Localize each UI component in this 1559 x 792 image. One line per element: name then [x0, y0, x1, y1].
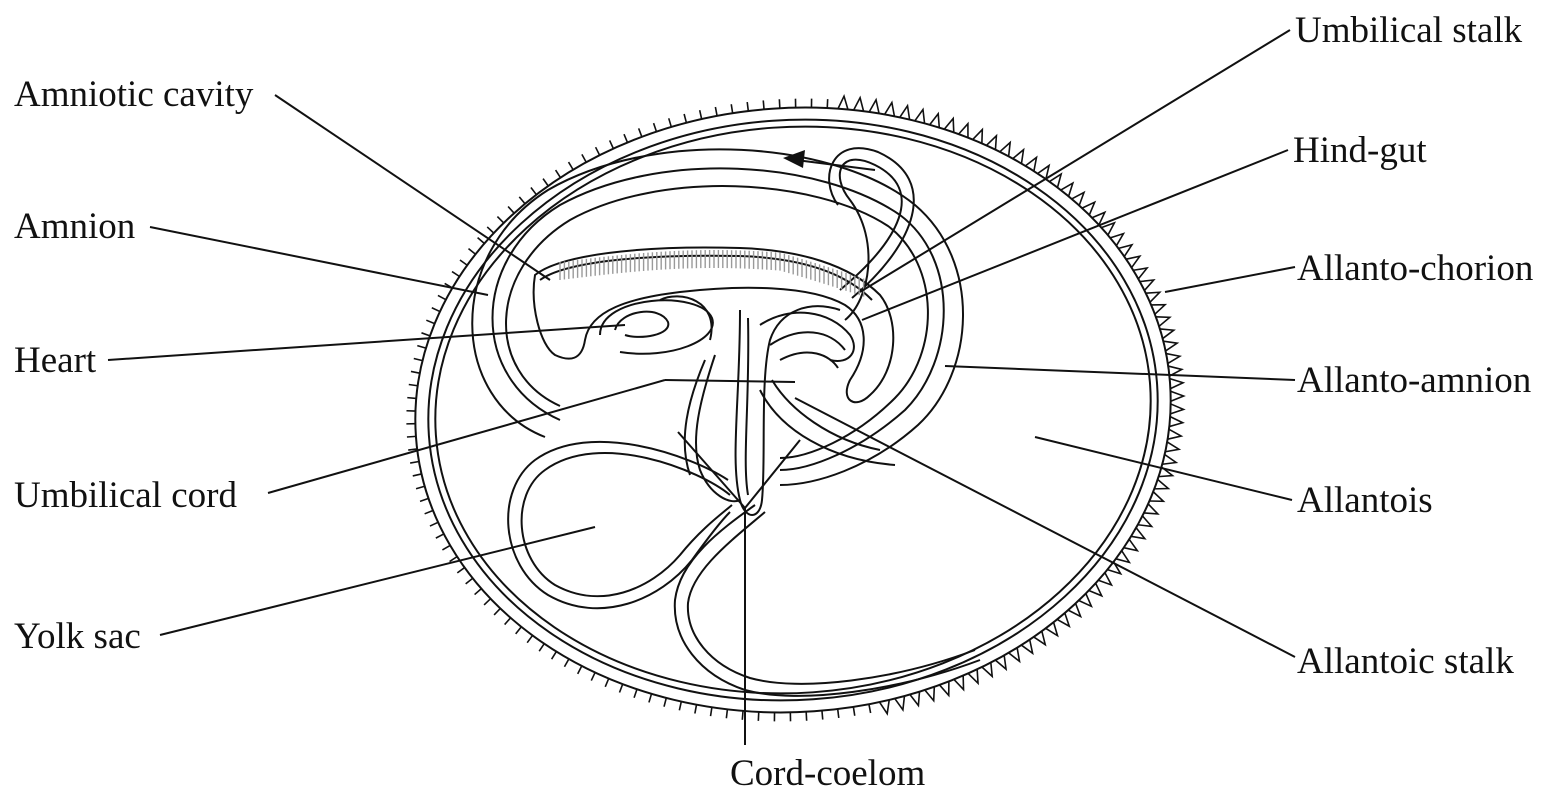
leader-amnion [150, 227, 488, 295]
heart-structure [600, 300, 713, 353]
label-heart: Heart [14, 340, 97, 381]
label-umbilical-cord: Umbilical cord [14, 475, 237, 516]
label-umbilical-stalk: Umbilical stalk [1295, 10, 1523, 51]
leader-allantois [1035, 437, 1292, 500]
label-yolk-sac: Yolk sac [14, 616, 141, 657]
amnion-membrane [472, 149, 963, 485]
leader-umbilical-stalk [860, 30, 1290, 292]
label-amnion: Amnion [14, 206, 135, 247]
leader-allantoic-stalk [795, 398, 1295, 657]
leader-cord-coelom-right [745, 440, 800, 508]
leader-allanto-chorion [1165, 267, 1295, 292]
umbilical-cord-tubes [660, 296, 895, 515]
leader-allanto-amnion [945, 366, 1295, 380]
leader-umbilical-cord-2 [665, 380, 795, 382]
label-amniotic-cavity: Amniotic cavity [14, 74, 254, 115]
label-hind-gut: Hind-gut [1293, 130, 1427, 171]
leader-amniotic-cavity [275, 95, 550, 280]
label-allantois: Allantois [1297, 480, 1433, 521]
label-allanto-chorion: Allanto-chorion [1297, 248, 1533, 289]
leader-hind-gut [862, 150, 1288, 320]
label-allantoic-stalk: Allantoic stalk [1297, 641, 1514, 682]
leader-umbilical-cord [268, 380, 665, 493]
label-cord-coelom: Cord-coelom [730, 753, 925, 792]
leader-heart [108, 325, 625, 360]
leader-lines [108, 30, 1295, 745]
chorion [395, 82, 1191, 737]
umbilical-stalk-loop [829, 148, 914, 320]
label-allanto-amnion: Allanto-amnion [1297, 360, 1531, 401]
